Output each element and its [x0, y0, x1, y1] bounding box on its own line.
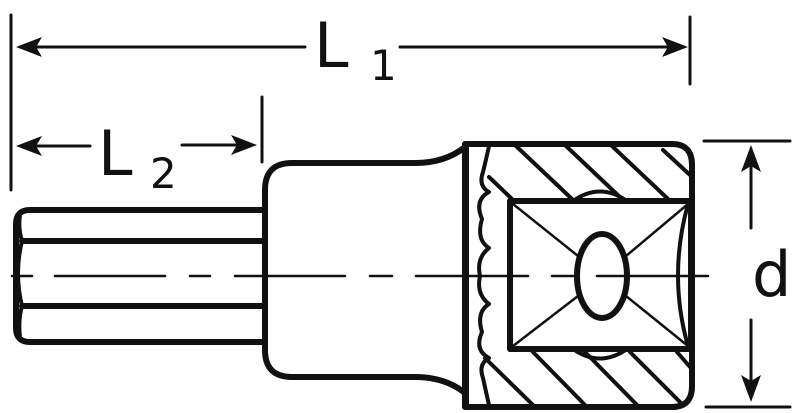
l2-label: L	[98, 117, 133, 190]
hatching-top	[487, 144, 692, 201]
l2-arrowhead-left	[16, 136, 42, 156]
socket-body	[262, 144, 468, 396]
l1-label: L	[314, 9, 349, 82]
hatching-bottom	[483, 350, 692, 407]
square-diagonal-1	[511, 202, 580, 258]
l1-subscript: 1	[370, 41, 397, 90]
socket-head-outline	[462, 141, 695, 410]
d-arrowhead-bottom	[741, 375, 761, 402]
socket-body-outline	[262, 144, 468, 396]
detent-arc-bottom	[571, 347, 629, 361]
square-diagonal-2	[624, 202, 690, 258]
d-arrowhead-top	[741, 145, 761, 172]
square-diagonal-4	[624, 294, 690, 348]
dimension-l2: L 2	[16, 95, 264, 198]
dimension-d: d	[702, 139, 792, 409]
l2-subscript: 2	[150, 149, 177, 198]
l2-arrowhead-right	[231, 135, 257, 155]
square-diagonal-3	[511, 294, 580, 348]
l1-arrowhead-left	[16, 37, 42, 57]
d-label: d	[752, 238, 791, 311]
dimension-l1: L 1	[9, 9, 692, 192]
l1-arrowhead-right	[662, 37, 688, 57]
hex-bit-facet-curves	[16, 213, 24, 339]
